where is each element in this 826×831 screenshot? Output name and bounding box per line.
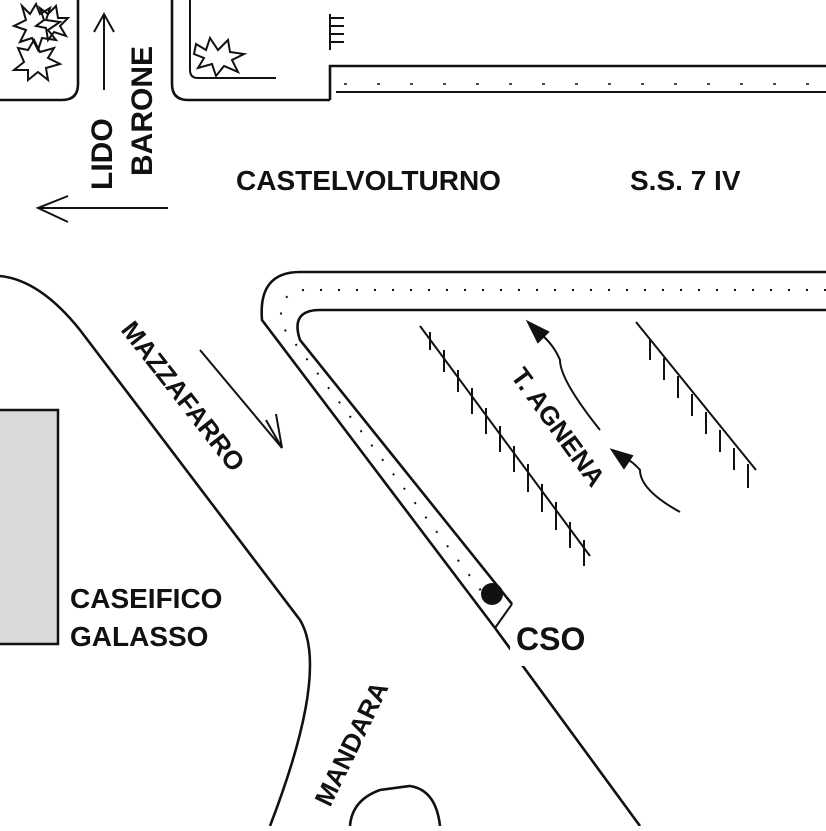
arrow-left-icon xyxy=(38,196,168,222)
arrow-up-icon xyxy=(94,14,114,90)
castelvolturno-label: CASTELVOLTURNO xyxy=(236,165,501,196)
canal-right-bank xyxy=(636,322,756,488)
parking-strip-end xyxy=(495,604,512,628)
parking-strip-outer xyxy=(262,272,826,628)
mazzafarro-label: MAZZAFARRO xyxy=(115,315,251,477)
bottom-roundabout xyxy=(350,786,440,826)
tree-icon xyxy=(36,6,68,40)
barone-label: BARONE xyxy=(126,46,159,176)
caseificio-label: CASEIFICO xyxy=(70,583,222,614)
flow-arrow-icon xyxy=(612,450,680,512)
tree-icon xyxy=(14,40,60,80)
top-right-strip-outer xyxy=(330,66,826,100)
caseificio-building xyxy=(0,410,58,644)
fence-marker xyxy=(330,14,344,50)
cso-label: CSO xyxy=(516,621,585,657)
ss7-label: S.S. 7 IV xyxy=(630,165,741,196)
tree-icon xyxy=(194,38,244,76)
lido-label: LIDO xyxy=(86,118,119,190)
agnena-label: T. AGNENA xyxy=(505,362,611,492)
galasso-label: GALASSO xyxy=(70,621,208,652)
location-marker-icon xyxy=(481,583,503,605)
